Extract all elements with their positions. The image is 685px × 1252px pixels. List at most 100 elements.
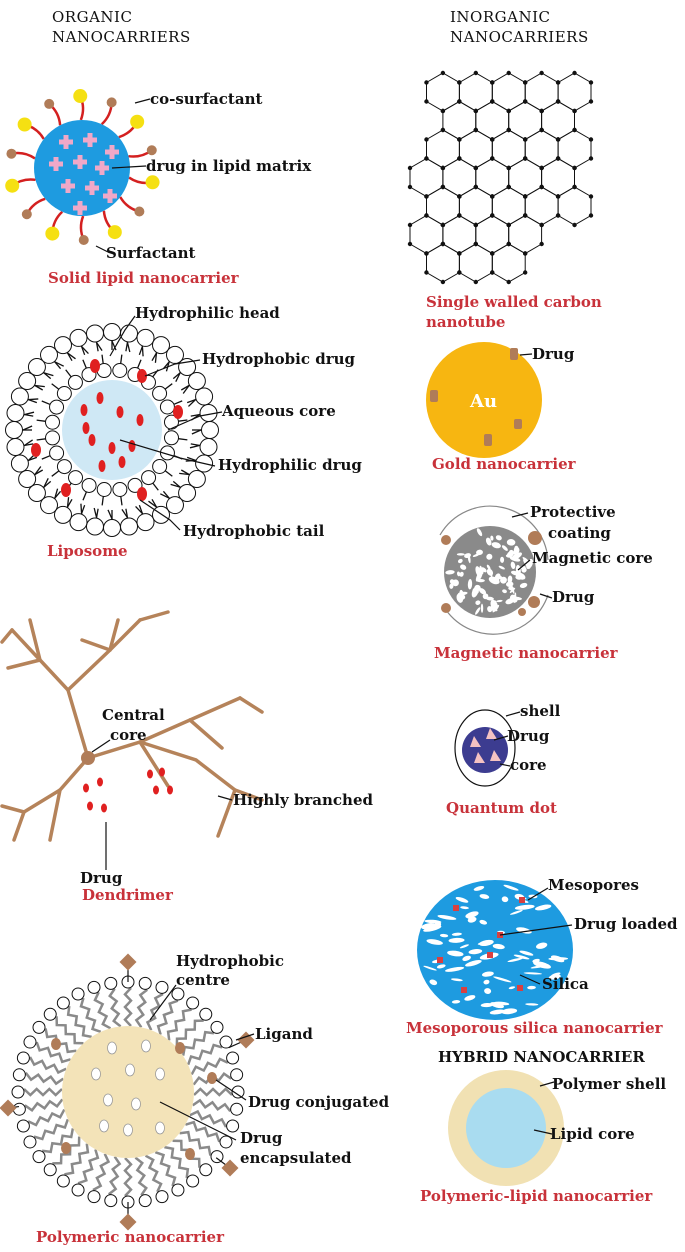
mesopore [421,923,436,930]
quantum-dot-drug [470,736,481,747]
liposome-tail [154,351,158,363]
liposome-outer-head [6,438,25,457]
liposome: Hydrophilic head Hydrophobic drug Aqueou… [5,304,362,560]
cnt-atom [572,165,577,171]
liposome-inner-tail [41,400,51,406]
polymer-encapsulated-drug [103,1093,113,1107]
cnt-atom [522,270,528,275]
sln-cosurfactant-head [134,206,145,217]
liposome-hydrophobic-drug [61,483,71,497]
polymer-chain [93,991,112,1030]
mesopore [519,950,534,956]
magnetic-speckle [478,588,487,595]
cnt-atom [440,165,446,171]
cnt-atom [506,241,511,247]
polymer-head [87,1190,101,1204]
mesoporous-silica-label: Silica [542,975,589,993]
liposome-hydrophilic-drugs [80,392,144,472]
liposome-tail-label: Hydrophobic tail [183,522,325,540]
liposome-inner-head [81,477,97,493]
polymer-chain [175,1019,204,1048]
liposome-inner-head [127,477,143,493]
mesopore [489,1009,505,1015]
polymeric-nanocarrier: Hydrophobic centre Ligand Drug conjugate… [0,952,390,1246]
liposome-outer-head [178,483,197,502]
mesopore [483,979,490,985]
sln-cosurfactant-head [106,97,117,108]
cnt-hexagon [557,129,592,169]
sln-title: Solid lipid nanocarrier [48,269,240,287]
liposome-hydrophilic-drug [116,406,124,418]
liposome-tail [110,339,117,351]
cnt-title-line1: Single walled carbon [426,293,602,311]
cnt-atom [490,80,495,85]
magnetic-speckle [496,599,503,603]
magnetic-speckle [467,554,471,564]
magnetic-leaders [511,512,553,599]
dendrimer-drug [159,767,165,777]
liposome-outer-head [6,403,25,422]
cnt-hexagon [458,72,493,112]
sln-drug-cross [95,165,109,171]
polymer-encapsulated-drug [125,1063,135,1077]
liposome-inner-head [45,414,61,430]
polymer-head [23,1135,37,1149]
liposome-hydrophobic-drugs [31,359,183,501]
liposome-hydrophobic-drug [137,487,147,501]
polymer-head [104,976,118,990]
polymer-chain [190,1057,229,1076]
liposome-tail [160,493,171,500]
magnetic-core-label: Magnetic core [532,549,653,567]
mesopore [451,932,462,936]
polymer-head [155,1190,169,1204]
mesopore [479,894,490,899]
liposome-inner-head [163,430,179,446]
quantum-dot: shell Drug core Quantum dot [446,702,561,817]
magnetic-drug [518,608,526,616]
polymer-head [199,1163,213,1177]
liposome-inner-head [159,399,175,415]
cnt-atom [457,156,462,161]
dendrimer-drugs [83,767,173,813]
magnetic-nanocarrier: Protective coating Magnetic core Drug Ma… [434,503,653,662]
liposome-outer-head [136,513,155,532]
liposome-tail [93,507,98,519]
mesoporous-pores [421,884,569,1015]
gold-drug [510,348,518,360]
sln-surfactant-head [45,226,60,241]
polymer-chain [134,1156,148,1196]
liposome-outer-head [187,470,206,488]
cnt-atom [539,70,544,76]
mesopore [493,1001,510,1006]
liposome-inner-tail [164,383,173,390]
liposome-outer-head [165,496,184,515]
liposome-inner-head [152,458,168,474]
polymer-chain [52,1136,81,1165]
liposome-inner-head [112,481,128,497]
cnt-atom [555,99,561,104]
liposome-inner-tail [36,419,46,422]
sln-cosurfactant-head [21,209,32,220]
liposome-tail [80,345,89,355]
mesopore [462,955,471,962]
cnt-atom [490,194,495,199]
sln-drug-cross [83,137,97,143]
mesopore [465,959,482,967]
polymeric-leaders [149,984,255,1141]
hybrid-leaders [533,1081,555,1135]
cnt-hexagon [491,72,526,112]
liposome-tail [42,371,54,377]
liposome-inner-tail [51,470,60,477]
mesoporous-leaders [499,887,573,985]
polymer-head [23,1035,37,1049]
cnt-atom [440,279,446,285]
cnt-atom [440,70,446,76]
liposome-inner-tail [101,354,104,364]
cnt-hexagon [491,243,526,283]
polymer-head [32,1150,46,1164]
magnetic-speckle [515,574,523,580]
polymer-head [71,987,85,1001]
liposome-outer-head [18,470,37,488]
polymer-head [138,976,152,990]
liposome-inner-tail [173,400,183,405]
